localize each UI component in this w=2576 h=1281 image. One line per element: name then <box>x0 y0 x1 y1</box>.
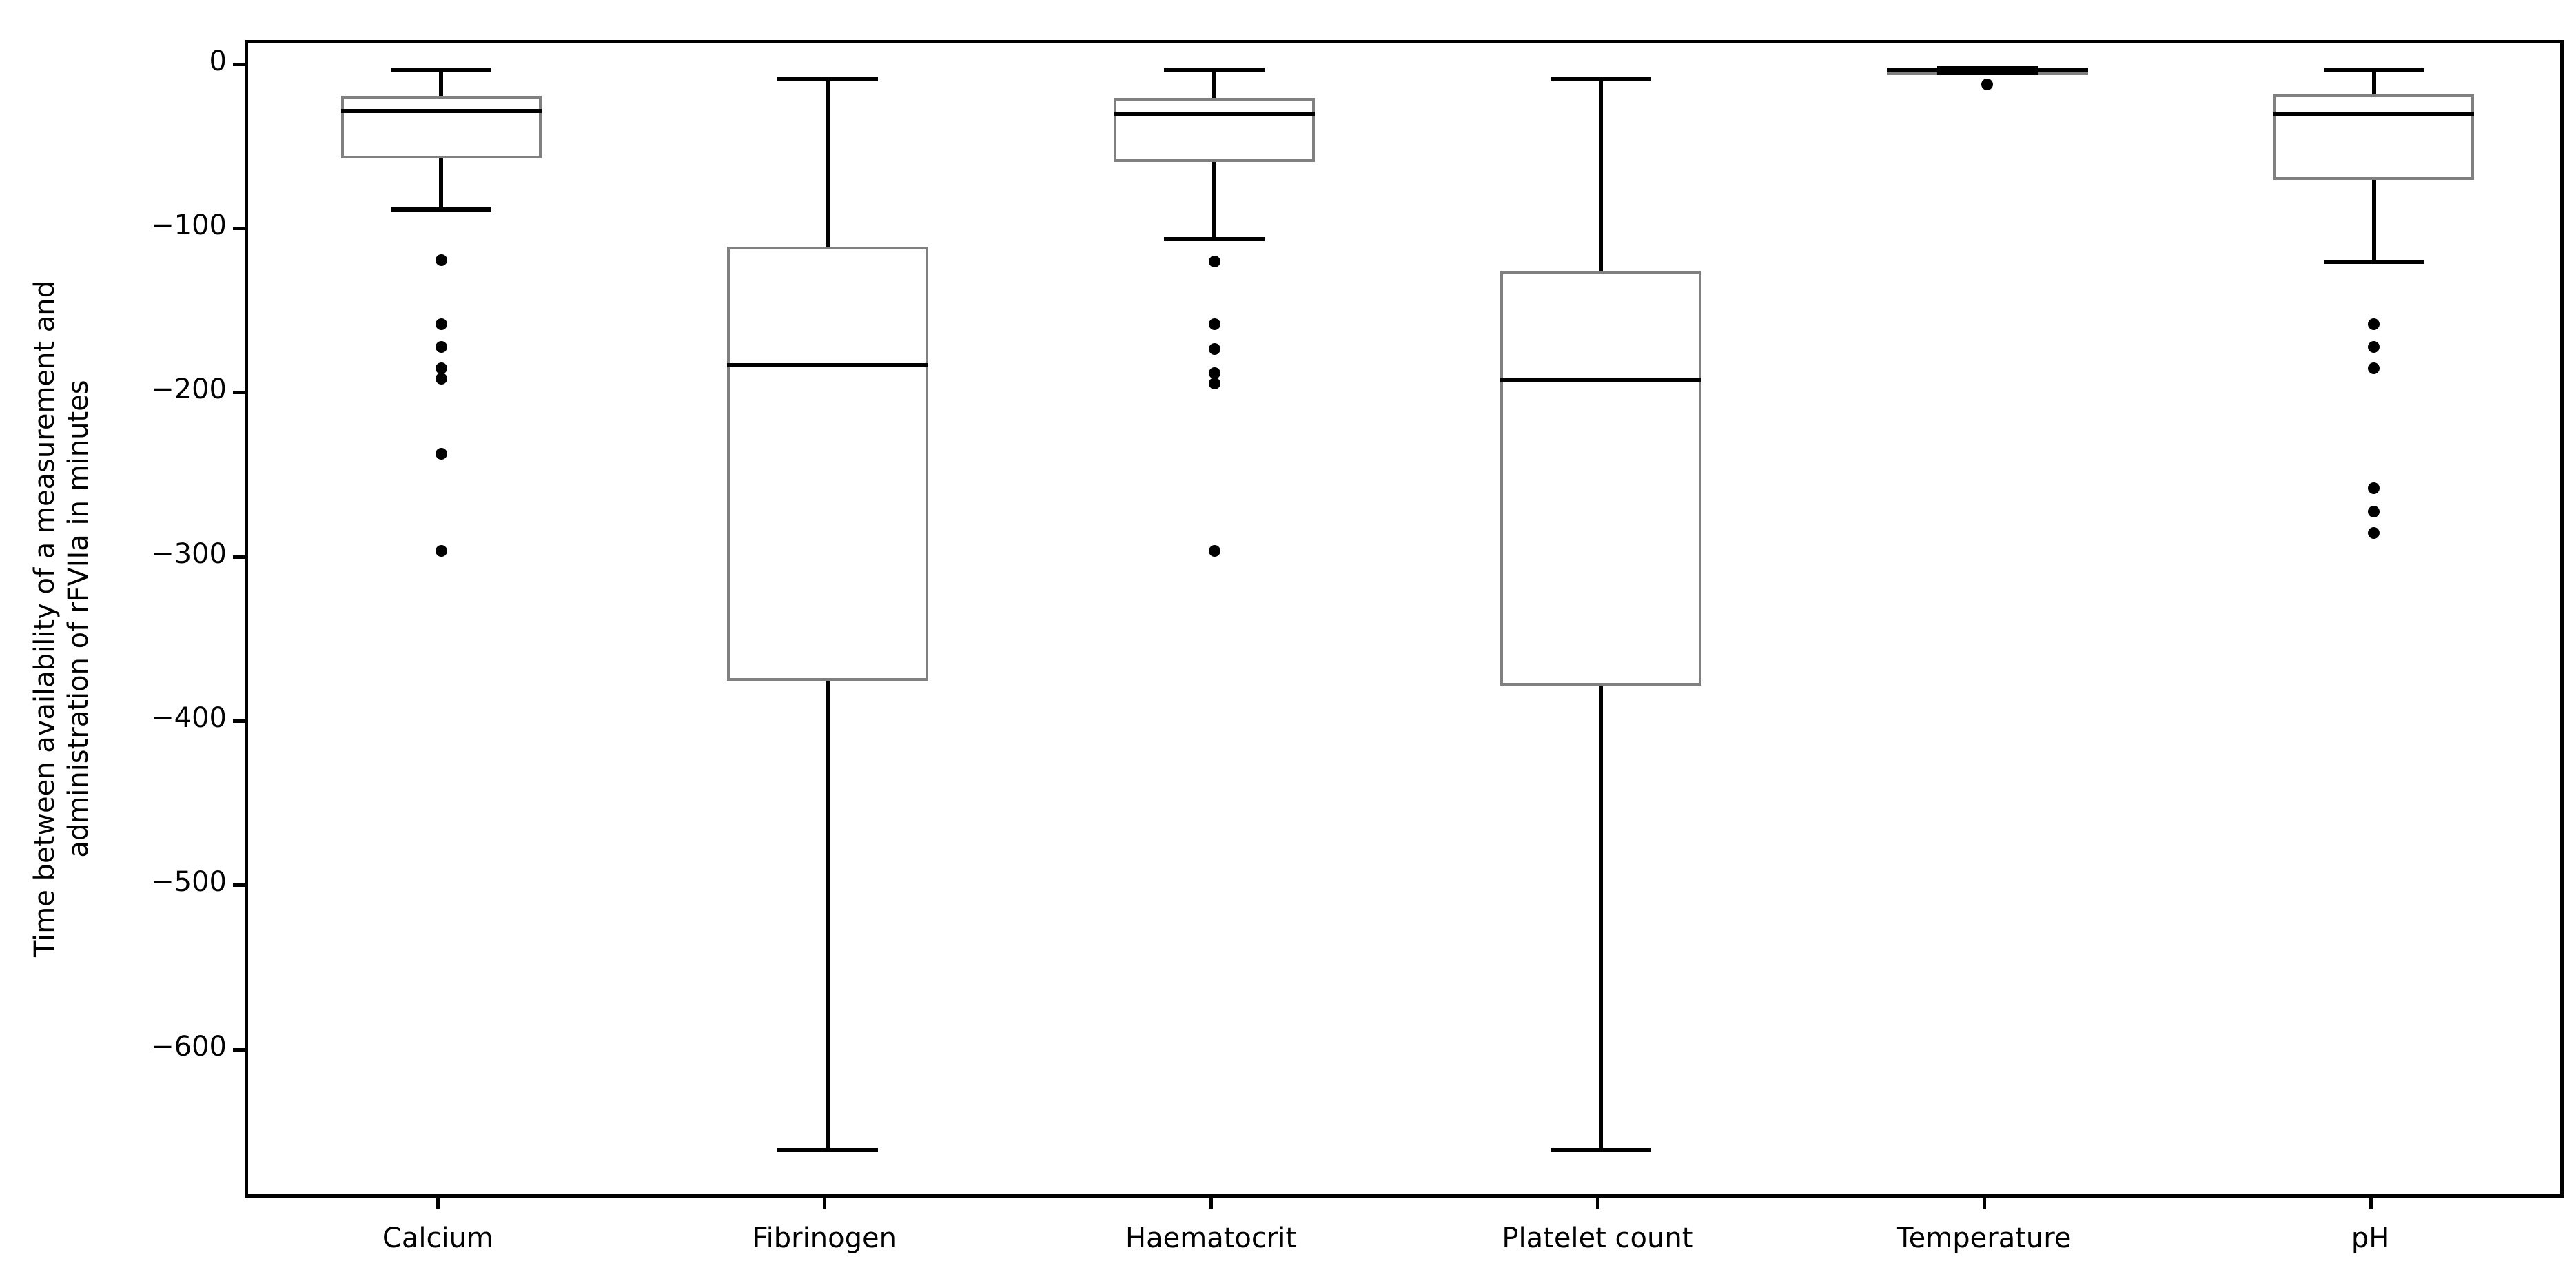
y-tick-label: −100 <box>151 209 227 242</box>
x-tick-mark <box>1982 1198 1986 1209</box>
cap-lower <box>1936 70 2038 75</box>
x-tick-label: Haematocrit <box>1125 1222 1297 1254</box>
cap-lower <box>1164 236 1265 241</box>
x-tick-mark <box>1209 1198 1214 1209</box>
outlier-point <box>2368 482 2380 495</box>
outlier-point <box>435 372 447 385</box>
y-tick-mark <box>233 62 245 66</box>
whisker-upper <box>1598 79 1603 272</box>
x-tick-label: Temperature <box>1897 1222 2072 1254</box>
median-line <box>2273 112 2475 116</box>
outlier-point <box>2368 362 2380 375</box>
outlier-point <box>435 318 447 330</box>
y-tick-label: −500 <box>151 866 227 899</box>
outlier-point <box>1208 367 1220 380</box>
median-line <box>340 108 542 113</box>
y-tick-mark <box>233 227 245 231</box>
x-tick-mark <box>436 1198 440 1209</box>
cap-lower <box>777 1148 879 1153</box>
y-tick-label: −300 <box>151 537 227 570</box>
outlier-point <box>2368 526 2380 539</box>
median-line <box>1500 378 1701 382</box>
whisker-lower <box>1212 161 1217 239</box>
outlier-point <box>1981 79 1994 91</box>
cap-upper <box>391 68 492 72</box>
median-line <box>1114 112 1315 116</box>
y-tick-mark <box>233 391 245 395</box>
cap-upper <box>1551 77 1651 82</box>
y-tick-label: −400 <box>151 701 227 734</box>
box-iqr <box>340 96 542 158</box>
x-tick-label: Platelet count <box>1502 1222 1693 1254</box>
outlier-point <box>435 362 447 375</box>
median-line <box>727 363 929 368</box>
y-tick-label: −200 <box>151 373 227 406</box>
whisker-lower <box>439 158 444 209</box>
outlier-point <box>435 448 447 460</box>
outlier-point <box>1208 342 1220 355</box>
outlier-point <box>2368 341 2380 353</box>
outlier-point <box>2368 505 2380 517</box>
x-tick-label: Fibrinogen <box>752 1222 897 1254</box>
plot-area <box>245 40 2564 1198</box>
x-tick-mark <box>823 1198 827 1209</box>
outlier-point <box>2368 318 2380 330</box>
whisker-lower <box>1598 685 1603 1151</box>
outlier-point <box>1208 544 1220 557</box>
outlier-point <box>1208 256 1220 268</box>
whisker-upper <box>439 70 444 96</box>
y-tick-mark <box>233 719 245 723</box>
box-iqr <box>2273 94 2475 180</box>
whisker-upper <box>1212 70 1217 98</box>
cap-upper <box>777 77 879 82</box>
whisker-lower <box>2371 179 2376 262</box>
y-tick-mark <box>233 1047 245 1052</box>
median-line <box>1886 68 2088 72</box>
y-axis-label: Time between availability of a measureme… <box>29 280 94 958</box>
cap-upper <box>1164 68 1265 72</box>
outlier-point <box>1208 318 1220 330</box>
x-tick-label: Calcium <box>382 1222 493 1254</box>
cap-lower <box>391 207 492 212</box>
y-tick-label: −600 <box>151 1030 227 1063</box>
y-tick-mark <box>233 883 245 888</box>
x-tick-mark <box>1595 1198 1599 1209</box>
box-iqr <box>1114 97 1315 162</box>
whisker-upper <box>2371 70 2376 94</box>
outlier-point <box>435 341 447 353</box>
whisker-lower <box>826 680 830 1151</box>
box-iqr <box>727 247 929 681</box>
cap-lower <box>2323 259 2424 264</box>
whisker-upper <box>826 79 830 247</box>
outlier-point <box>1208 377 1220 389</box>
outlier-point <box>435 254 447 267</box>
x-tick-label: pH <box>2351 1222 2390 1254</box>
box-iqr <box>1500 271 1701 686</box>
y-tick-mark <box>233 555 245 559</box>
x-tick-mark <box>2369 1198 2373 1209</box>
y-tick-label: 0 <box>209 45 227 77</box>
outlier-point <box>435 544 447 557</box>
cap-lower <box>1551 1148 1651 1153</box>
cap-upper <box>2323 68 2424 72</box>
